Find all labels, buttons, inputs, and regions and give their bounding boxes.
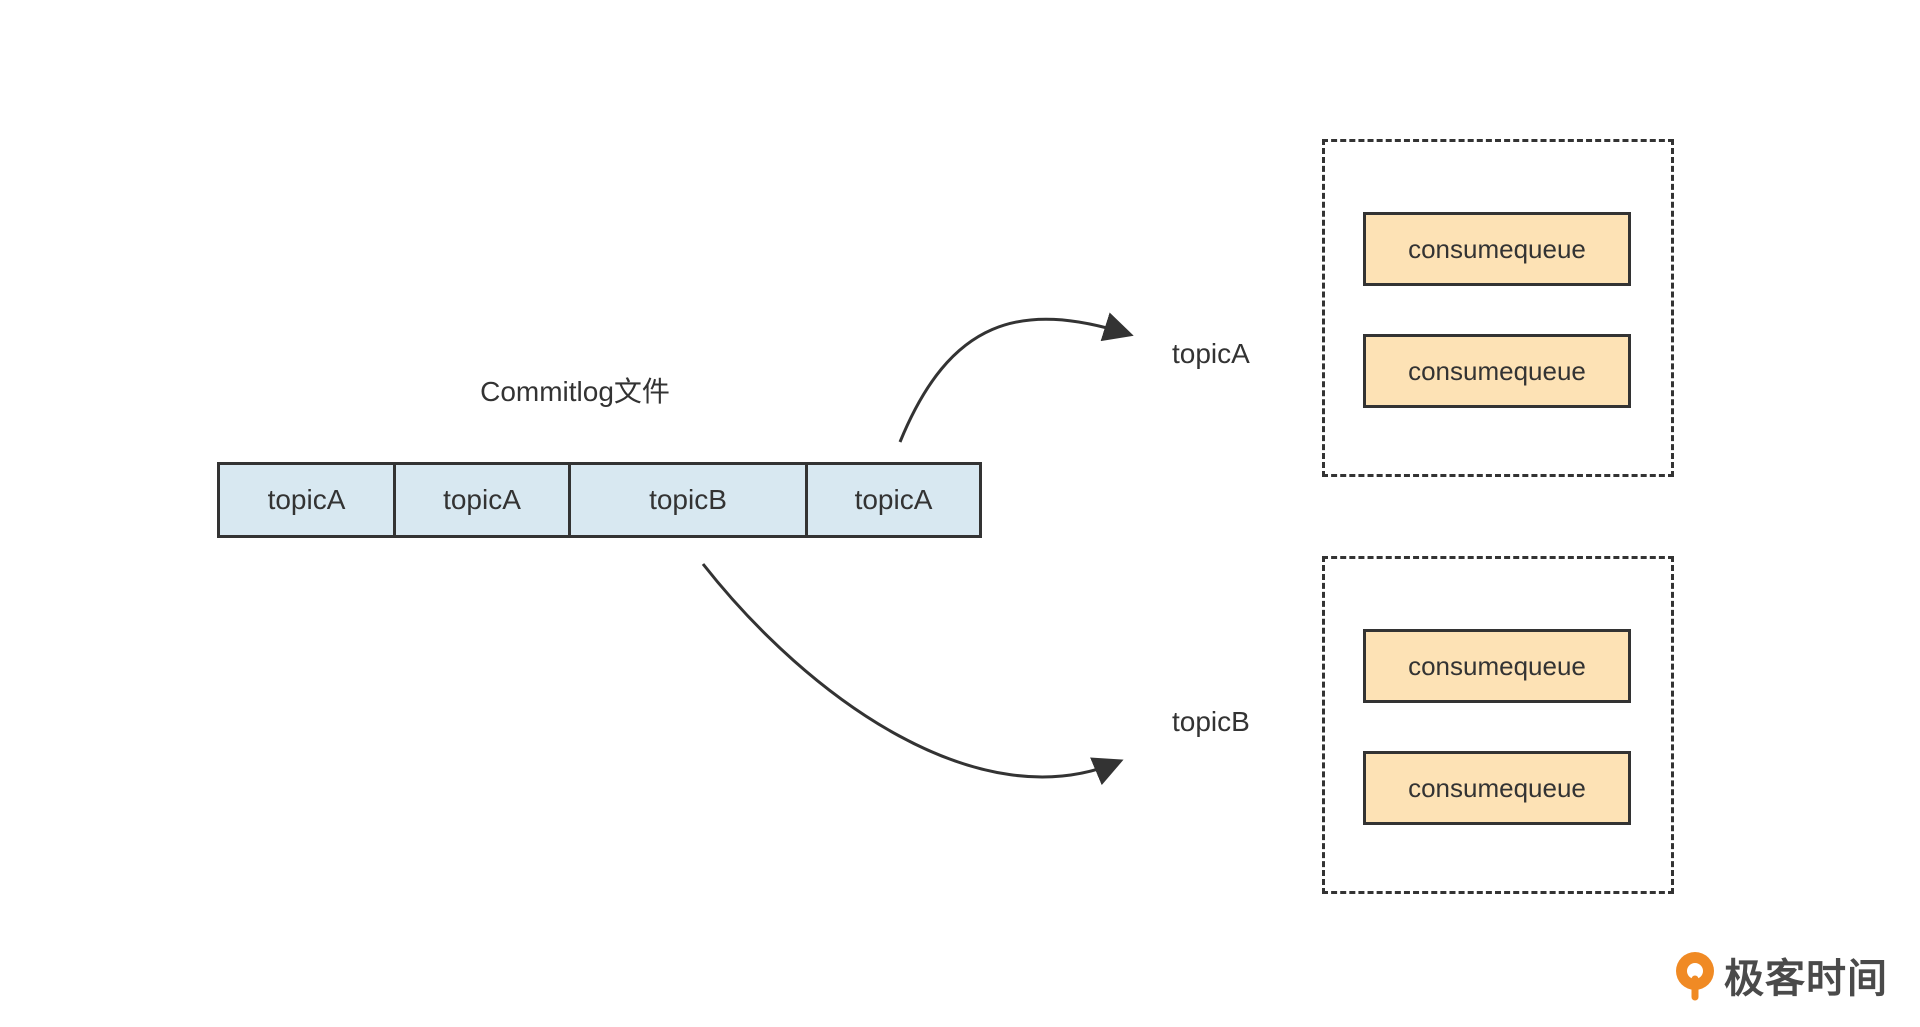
consumequeue-box: consumequeue (1363, 212, 1631, 286)
commitlog-segment: topicA (396, 465, 571, 535)
consumequeue-box: consumequeue (1363, 334, 1631, 408)
arrow-to-topic-a (898, 312, 1134, 443)
brand-watermark: 极客时间 (1672, 946, 1888, 1004)
commitlog-bar: topicA topicA topicB topicA (217, 462, 982, 538)
brand-logo-icon (1676, 952, 1714, 1001)
arrow-to-topic-b (701, 563, 1124, 786)
commitlog-segment: topicA (854, 484, 933, 515)
commitlog-segment: topicA (220, 465, 396, 535)
brand-name: 极客时间 (1724, 957, 1888, 1001)
topic-b-queue-group: consumequeue consumequeue (1322, 556, 1674, 894)
topic-a-queue-group: consumequeue consumequeue (1322, 139, 1674, 477)
topic-label-a: topicA (1172, 338, 1250, 369)
commitlog-segment: topicB (571, 465, 808, 535)
consumequeue-box: consumequeue (1363, 751, 1631, 825)
topic-label-b: topicB (1172, 706, 1250, 737)
commitlog-title: Commitlog文件 (480, 376, 670, 407)
consumequeue-box: consumequeue (1363, 629, 1631, 703)
